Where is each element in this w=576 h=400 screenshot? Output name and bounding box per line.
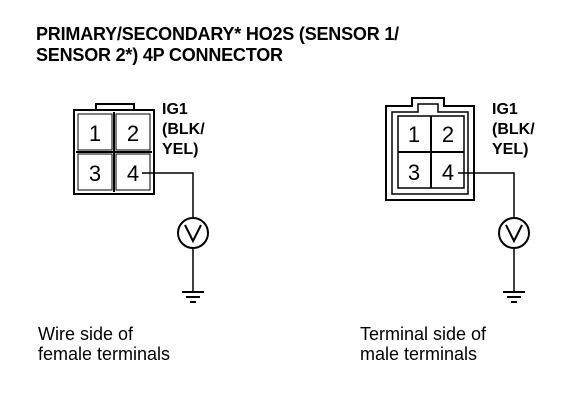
right-wire-label-line-2: (BLK/ xyxy=(492,121,535,138)
voltmeter-icon xyxy=(498,217,530,249)
right-wire-label-line-3: YEL) xyxy=(492,141,528,158)
left-latch-tab xyxy=(95,103,135,110)
right-caption-line-2: male terminals xyxy=(360,344,478,364)
right-shroud-inner xyxy=(391,103,469,195)
left-caption: Wire side of female terminals xyxy=(38,324,170,364)
ground-icon xyxy=(182,291,204,303)
left-connector: 1 2 3 4 xyxy=(73,103,155,195)
title-line-2: SENSOR 2*) 4P CONNECTOR xyxy=(36,45,283,65)
left-cavity-3 xyxy=(77,153,113,191)
right-wire-label-line-1: IG1 xyxy=(492,101,518,118)
left-wire-label-line-1: IG1 xyxy=(162,101,188,118)
right-pin-1: 1 xyxy=(408,122,420,147)
left-pin-1: 1 xyxy=(89,121,101,146)
left-pin-3: 3 xyxy=(89,161,101,186)
title-line-1: PRIMARY/SECONDARY* HO2S (SENSOR 1/ xyxy=(36,24,399,44)
left-probe-wire xyxy=(142,172,194,218)
left-pin-4: 4 xyxy=(127,161,139,186)
right-pin-2: 2 xyxy=(442,122,454,147)
right-caption: Terminal side of male terminals xyxy=(360,324,486,364)
left-caption-line-2: female terminals xyxy=(38,344,171,364)
left-housing xyxy=(73,109,155,195)
left-wire-label-line-2: (BLK/ xyxy=(162,121,205,138)
left-cavity-1 xyxy=(77,113,113,151)
right-pin-4: 4 xyxy=(442,160,454,185)
left-caption-line-1: Wire side of xyxy=(38,324,134,344)
left-wire-label-line-3: YEL) xyxy=(162,141,198,158)
right-caption-line-1: Terminal side of xyxy=(360,324,487,344)
diagram-title: PRIMARY/SECONDARY* HO2S (SENSOR 1/ SENSO… xyxy=(36,24,556,66)
left-cavity-4 xyxy=(115,153,151,191)
right-shroud-outer xyxy=(385,97,475,201)
right-probe-wire xyxy=(458,172,515,218)
left-pin-2: 2 xyxy=(127,121,139,146)
right-pin-3: 3 xyxy=(408,160,420,185)
ground-icon xyxy=(503,291,525,303)
voltmeter-icon xyxy=(177,217,209,249)
right-connector: 1 2 3 4 xyxy=(385,97,475,201)
left-cavity-2 xyxy=(115,113,151,151)
